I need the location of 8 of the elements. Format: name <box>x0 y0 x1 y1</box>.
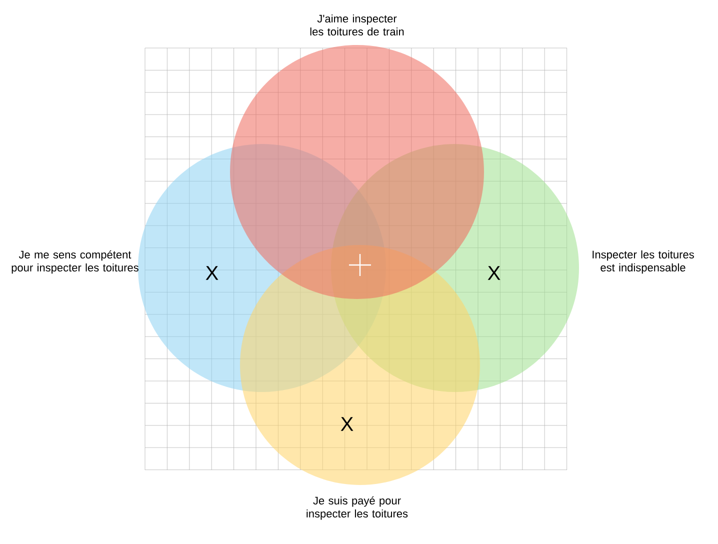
circle-label: Je me sens compétent pour inspecter les toitures <box>12 250 138 274</box>
x-mark: X <box>488 266 500 280</box>
venn-circle <box>230 45 484 299</box>
x-mark: X <box>340 417 354 431</box>
circle-label: Inspecter les toitures est indispensable <box>592 250 694 274</box>
circle-label: J'aime inspecter les toitures de train <box>310 14 404 36</box>
circle-label: Je suis payé pour inspecter les toitures <box>306 496 408 520</box>
x-mark: X <box>206 266 218 280</box>
